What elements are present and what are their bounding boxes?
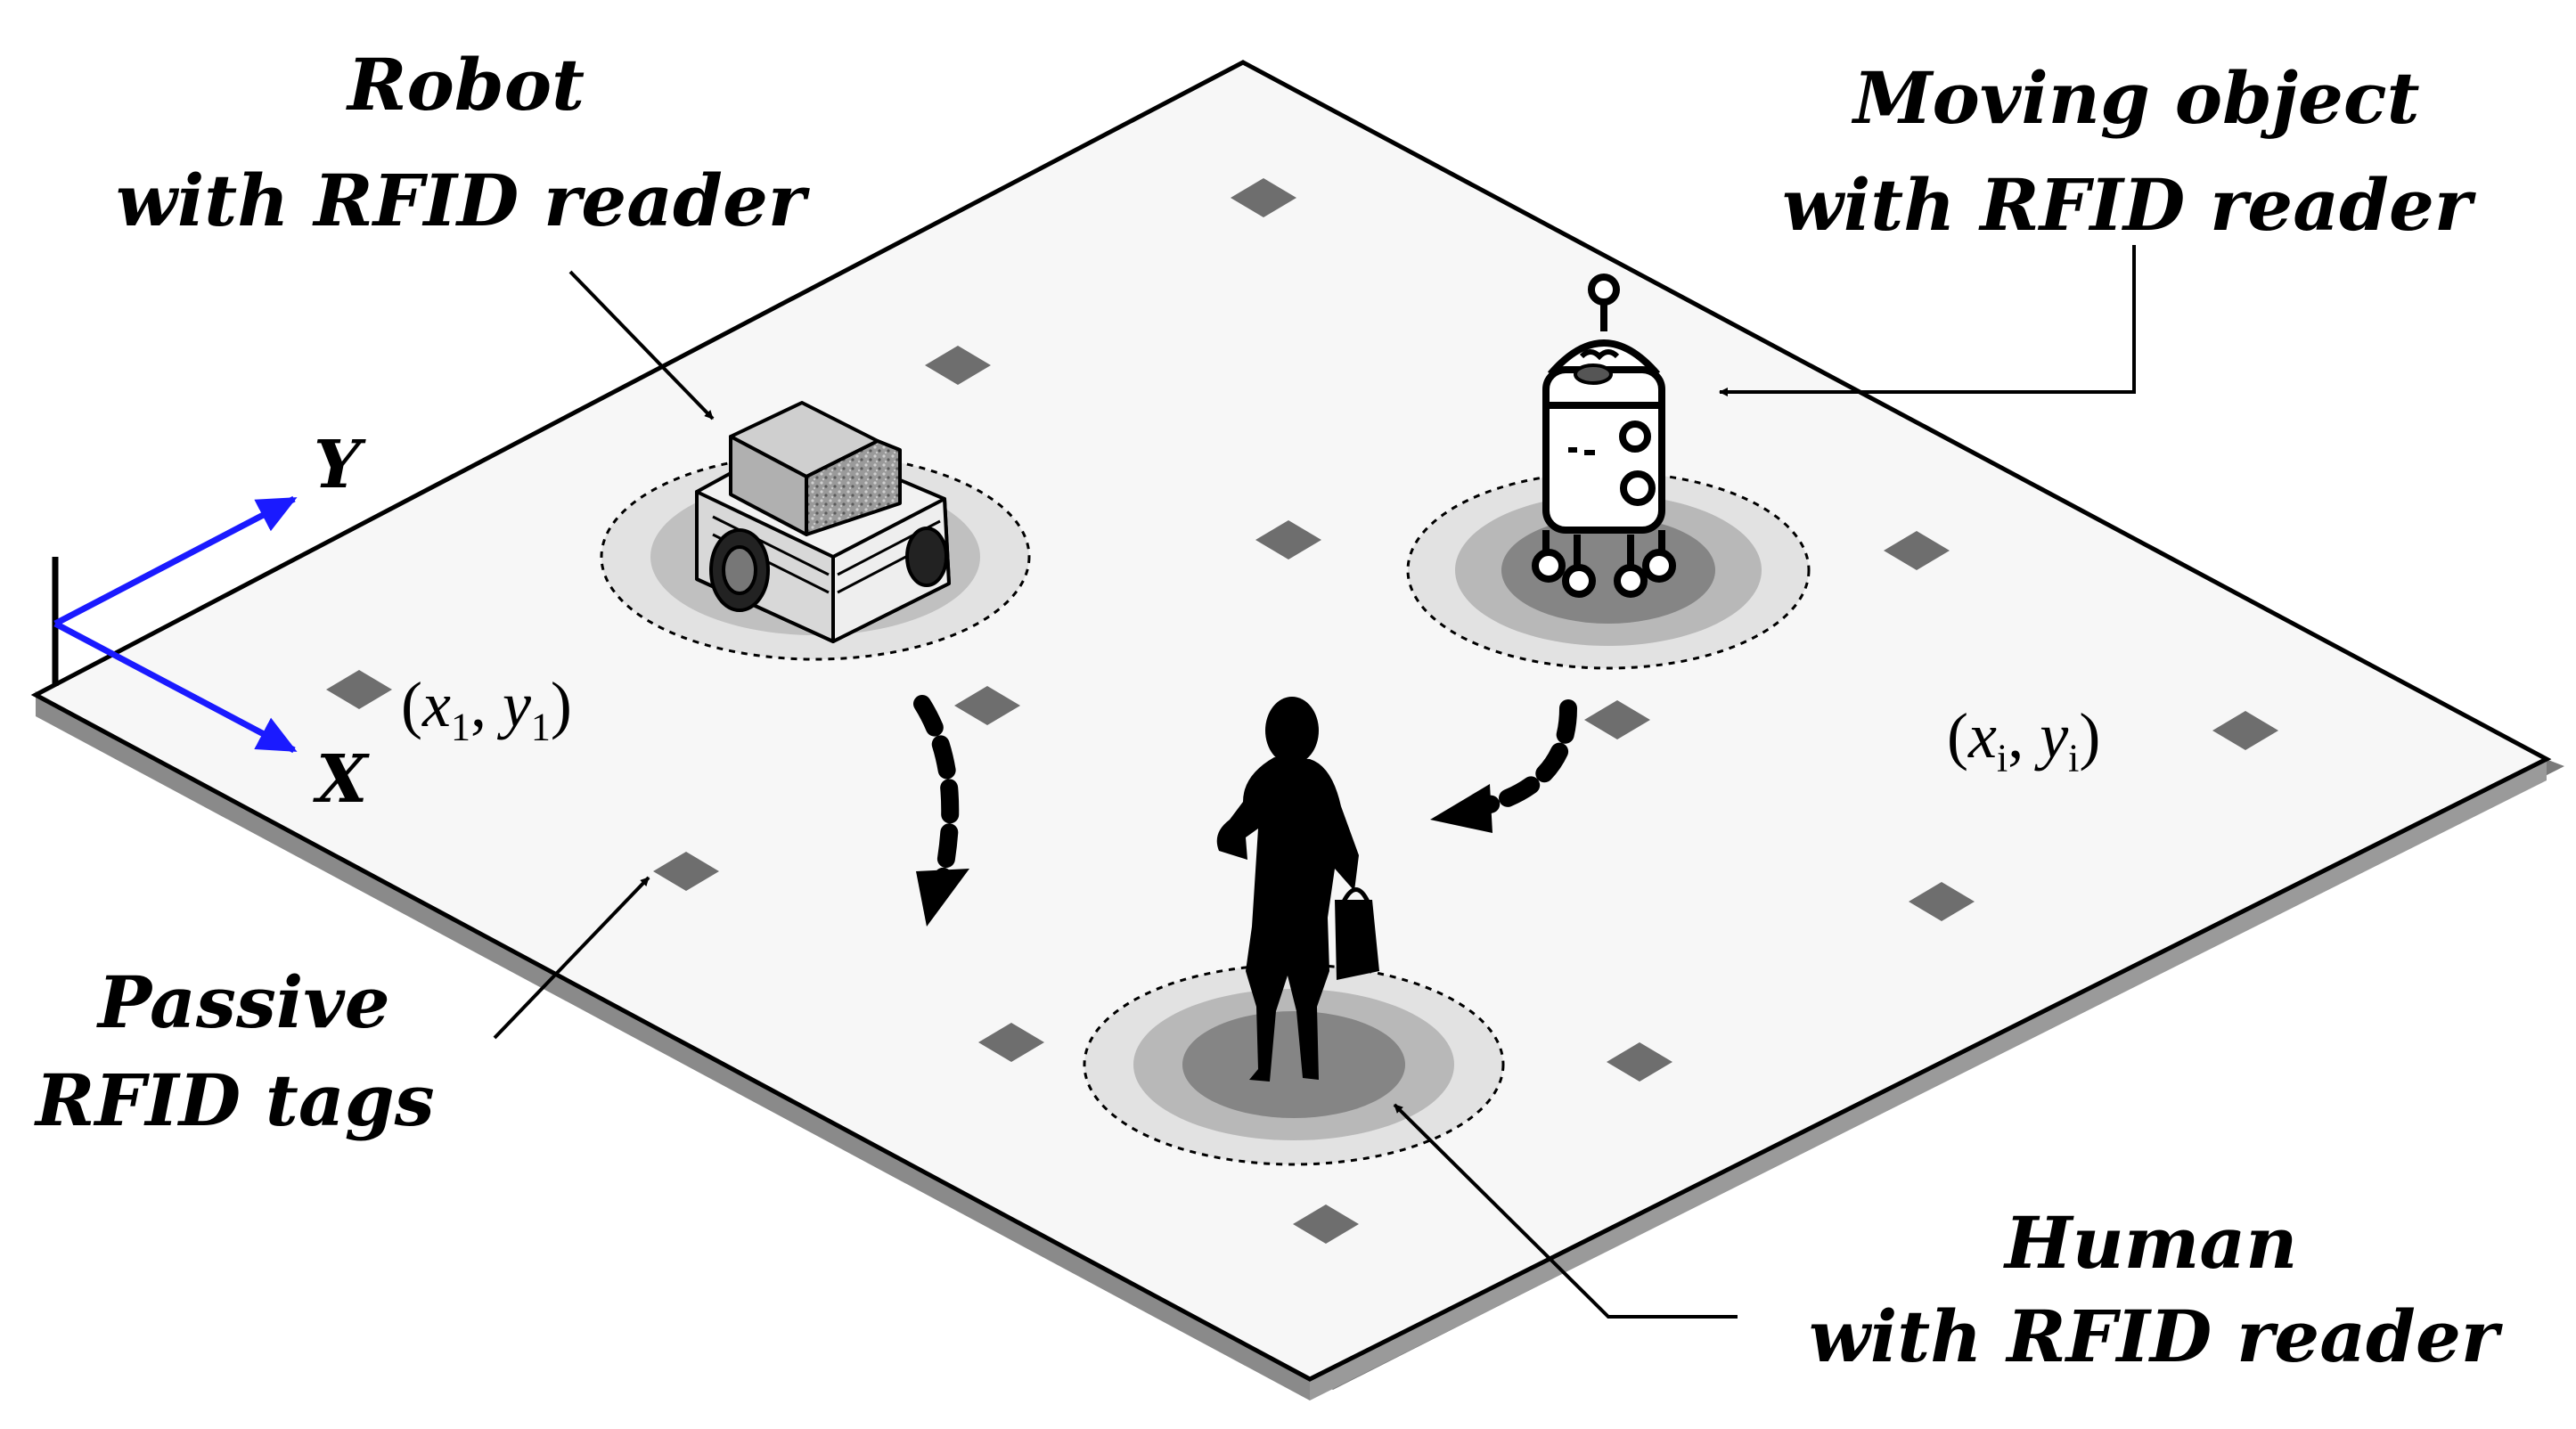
robot-label-line1: Robot [348,43,585,127]
coord-x: x [421,669,451,740]
x-axis-label: X [316,741,368,818]
passive-tags-label-line1: Passive [98,960,390,1044]
coordinate-label-first: (x1, y1) [401,673,572,747]
moving-object-label-line1: Moving object [1853,56,2420,140]
moving-object-label-line2: with RFID reader [1782,163,2473,247]
coord-x: x [1967,700,1997,772]
coord-x-sub: 1 [450,705,470,749]
rfid-tag [1909,882,1975,921]
coordinate-label-ith: (xi, yi) [1947,704,2100,778]
robot-label-line2: with RFID reader [116,159,806,242]
robot-icon [695,401,951,643]
rfid-tag [954,686,1020,725]
moving-object-motion-arrowhead [1430,784,1492,833]
rfid-tag [326,670,392,709]
rfid-tag [1884,531,1950,570]
passive-tags-label-line2: RFID tags [36,1058,435,1142]
coord-open: ( [1947,700,1968,772]
rfid-tag [1584,700,1650,739]
rfid-tag [1293,1204,1359,1244]
coord-y: y [2040,700,2069,772]
human-silhouette-icon [1216,697,1379,1082]
coordinate-axes [52,495,298,754]
tags-leader-line [493,876,650,1040]
rfid-tag [1231,178,1296,217]
coord-close: ) [550,669,572,740]
human-label-line2: with RFID reader [1809,1294,2499,1378]
coord-x-sub: i [1996,736,2008,780]
moving-object-robot-icon [1532,274,1676,598]
y-axis-label: Y [314,427,361,503]
robot-motion-arrowhead [916,869,969,927]
moving-object-motion-path [1475,699,1577,815]
human-label-line1: Human [2005,1201,2298,1285]
y-axis-arrow [53,495,298,627]
rfid-tag [2212,711,2278,750]
human-leader-line [1393,1103,1738,1319]
coord-close: ) [2079,700,2101,772]
passive-tags [326,178,2278,1244]
rfid-tag [1607,1042,1672,1082]
floor-shadow-side [36,695,1310,1400]
x-axis-arrow [53,620,298,754]
coord-y-sub: i [2068,736,2080,780]
robot-leader-line [568,270,715,421]
rfid-tag [653,852,719,891]
coord-sep: , [2008,700,2040,772]
robot-motion-path [913,695,960,900]
coord-y-sub: 1 [530,705,551,749]
moving-object-reader-zone [1406,470,1811,670]
rfid-tag [978,1023,1044,1062]
coord-y: y [502,669,531,740]
rfid-tag [1255,520,1321,559]
human-reader-zone [1083,963,1505,1166]
floor-shadow-side-right [1310,759,2547,1400]
coord-sep: , [470,669,503,740]
coord-open: ( [401,669,422,740]
moving-object-leader-line [1719,245,2136,396]
rfid-tag [925,346,991,385]
